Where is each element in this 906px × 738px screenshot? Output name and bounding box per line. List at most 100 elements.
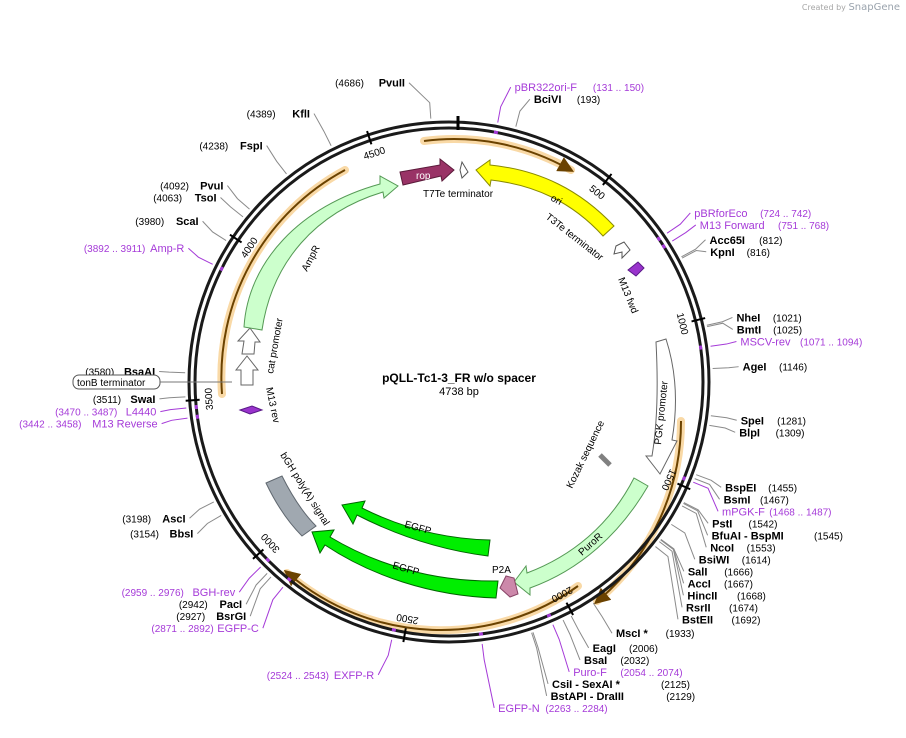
enzyme-leader <box>266 145 287 175</box>
enzyme-position: (4092) <box>160 182 189 193</box>
tonb-terminator-label: tonB terminator <box>77 378 146 389</box>
primer-site-mark <box>265 557 271 563</box>
enzyme-leader <box>532 632 549 685</box>
plasmid-size: 4738 bp <box>439 386 479 398</box>
tick-mark <box>691 317 706 323</box>
enzyme-position: (1545) <box>814 531 843 542</box>
enzyme-leader <box>696 474 722 488</box>
enzyme-leader <box>681 250 707 259</box>
enzyme-name: ScaI <box>176 216 199 228</box>
enzyme-site: PvuII(4686) <box>335 78 405 90</box>
orf-arc-right-line <box>593 420 683 605</box>
tick-mark <box>229 233 243 244</box>
enzyme-site: FspI(4238) <box>199 141 262 153</box>
enzyme-site: BspEI(1455) <box>725 482 797 494</box>
enzyme-leader <box>712 366 739 370</box>
enzyme-position: (3198) <box>122 514 151 525</box>
tick-mark <box>565 602 574 616</box>
enzyme-name: EagI <box>593 643 616 655</box>
enzyme-site: BfuAI - BspMI(1545) <box>712 530 843 542</box>
feature-ampr <box>243 175 399 331</box>
enzyme-name: BsaI <box>584 655 607 667</box>
credit-prefix: Created by <box>801 3 846 12</box>
enzyme-name: BspEI <box>725 482 756 494</box>
feature-m13-rev <box>238 405 264 415</box>
feature-m13fwd-label: M13 fwd <box>615 276 639 315</box>
primer-site-mark <box>286 577 292 582</box>
primer-site: Puro-F(2054 .. 2074) <box>573 667 682 679</box>
enzyme-site: KflI(4389) <box>247 109 310 121</box>
enzyme-position: (3511) <box>93 395 121 406</box>
enzyme-name: BmtI <box>737 324 761 336</box>
enzyme-site: BstAPI - DraIII(2129) <box>551 691 696 703</box>
enzyme-position: (3580) <box>85 367 114 378</box>
enzyme-name: TsoI <box>195 193 217 205</box>
enzyme-name: NcoI <box>710 542 734 554</box>
enzyme-site: BstEII(1692) <box>682 614 761 626</box>
primer-site-mark <box>493 130 499 135</box>
feature-rop <box>399 157 455 186</box>
primer-site: M13 Reverse(3442 .. 3458) <box>19 419 157 431</box>
enzyme-position: (812) <box>759 236 782 247</box>
primer-range: (131 .. 150) <box>593 83 644 94</box>
enzyme-site: BciVI(193) <box>534 94 600 106</box>
enzyme-leader <box>202 220 227 241</box>
enzyme-site: BsaI(2032) <box>584 655 649 667</box>
enzyme-leader <box>592 602 613 634</box>
enzyme-position: (1668) <box>737 591 766 602</box>
enzyme-name: NheI <box>736 312 760 324</box>
tick-label: 1000 <box>674 312 690 337</box>
enzyme-site: PacI(2942) <box>179 599 242 611</box>
enzyme-site: PvuI(4092) <box>160 181 223 193</box>
enzyme-site: SwaI(3511) <box>93 394 156 406</box>
feature-ori <box>475 159 615 237</box>
feature-rop-label: rop <box>416 171 431 182</box>
enzyme-leader <box>189 501 215 519</box>
enzyme-name: BsrGI <box>216 611 246 623</box>
primer-site-mark <box>391 628 397 632</box>
enzyme-name: Acc65I <box>710 235 745 247</box>
enzyme-leader <box>681 239 706 258</box>
enzyme-name: AscI <box>162 513 185 525</box>
primer-site: Amp-R(3892 .. 3911) <box>84 243 185 255</box>
enzyme-position: (1281) <box>777 416 806 427</box>
feature-m13rev-label: M13 rev <box>263 386 281 424</box>
primer-name: EGFP-N <box>498 703 540 715</box>
feature-m13-fwd <box>627 261 645 277</box>
enzyme-site: MscI *(1933) <box>616 628 695 640</box>
enzyme-position: (4389) <box>247 110 276 121</box>
enzyme-site: BsiWI(1614) <box>699 554 771 566</box>
enzyme-site: KpnI(816) <box>710 247 770 259</box>
enzyme-leader <box>683 503 709 536</box>
primer-name: BGH-rev <box>192 587 235 599</box>
enzyme-position: (2006) <box>629 644 658 655</box>
primer-site: M13 Forward(751 .. 768) <box>700 220 829 232</box>
enzyme-position: (2942) <box>179 600 208 611</box>
enzyme-leader <box>683 502 709 524</box>
primer-site-mark <box>681 475 687 481</box>
primer-leader <box>188 247 213 265</box>
orf-arcs <box>217 135 685 635</box>
enzyme-leader <box>249 576 272 617</box>
enzyme-leader <box>197 514 222 534</box>
enzyme-site: BmtI(1025) <box>737 324 802 336</box>
enzyme-site: BlpI(1309) <box>739 427 804 439</box>
enzyme-name: BsmI <box>724 494 751 506</box>
feature-egfp-inner <box>341 500 491 557</box>
feature-puror <box>513 477 649 597</box>
enzyme-site: HincII(1668) <box>687 590 766 602</box>
enzyme-leader <box>245 573 268 605</box>
enzyme-position: (816) <box>747 248 770 259</box>
enzyme-position: (4686) <box>335 79 364 90</box>
enzyme-site: AgeI(1146) <box>743 362 808 374</box>
feature-t7te-label: T7Te terminator <box>423 189 494 200</box>
enzyme-position: (1692) <box>732 615 761 626</box>
enzyme-position: (1553) <box>747 543 776 554</box>
enzyme-position: (4063) <box>153 194 182 205</box>
feature-ampr-label: AmpR <box>300 244 323 274</box>
enzyme-site: CsiI - SexAI *(2125) <box>552 679 690 691</box>
enzyme-position: (2927) <box>176 612 205 623</box>
plasmid-name: pQLL-Tc1-3_FR w/o spacer <box>382 371 536 385</box>
enzyme-leader <box>659 541 683 608</box>
primer-leader <box>161 417 188 425</box>
